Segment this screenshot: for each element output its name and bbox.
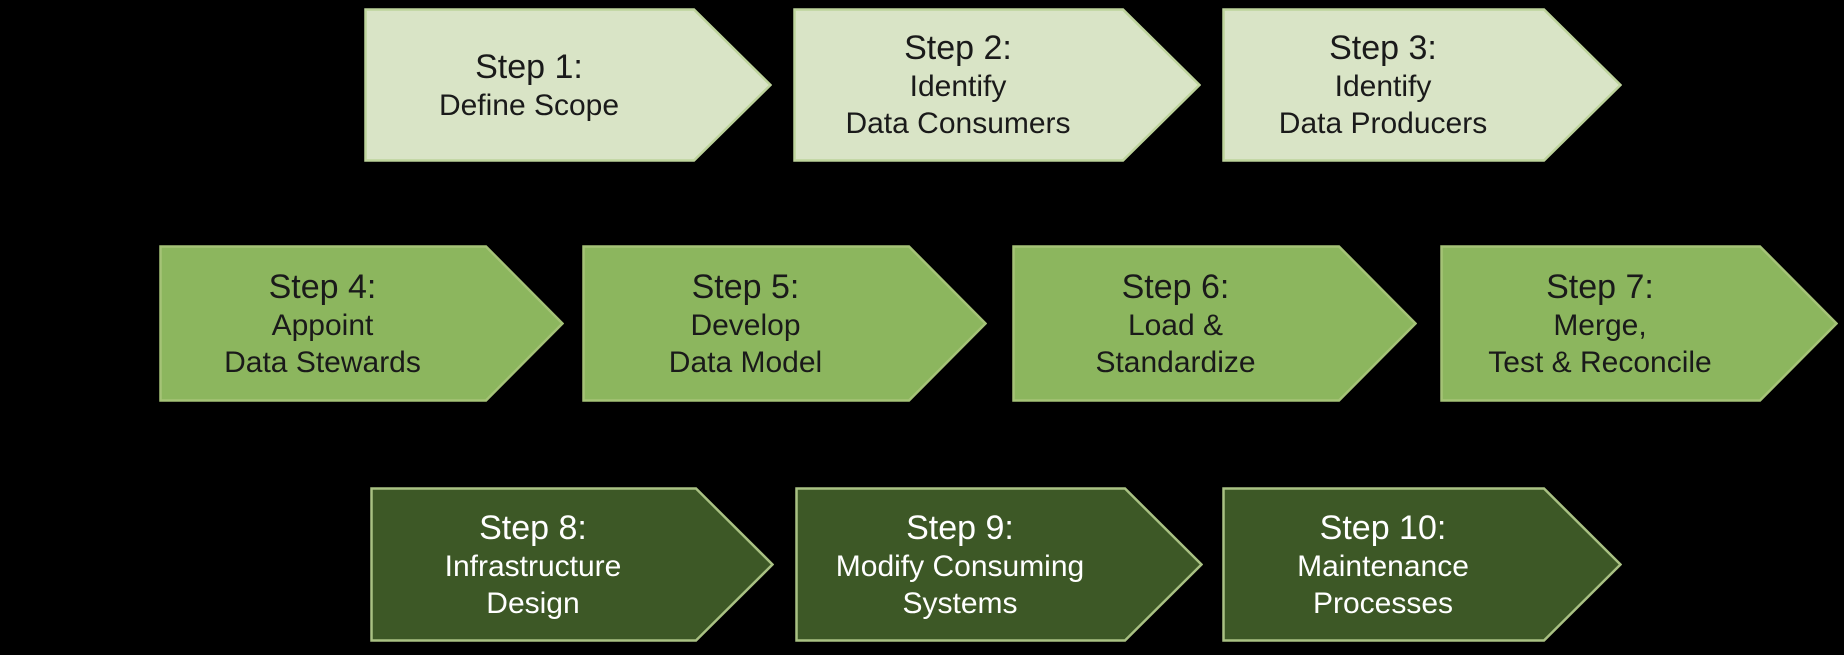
- step-2-arrow-shape: [793, 8, 1201, 162]
- step-4-arrow-shape: [159, 245, 564, 402]
- step-9-arrow-shape: [795, 487, 1203, 642]
- step-10-arrow-shape: [1222, 487, 1622, 642]
- step-6-arrow: Step 6: Load & Standardize: [1012, 245, 1417, 402]
- step-10-arrow: Step 10: Maintenance Processes: [1222, 487, 1622, 642]
- step-9-arrow: Step 9: Modify Consuming Systems: [795, 487, 1203, 642]
- step-4-arrow: Step 4: Appoint Data Stewards: [159, 245, 564, 402]
- step-7-arrow-shape: [1440, 245, 1838, 402]
- step-3-arrow-shape: [1222, 8, 1622, 162]
- step-6-arrow-shape: [1012, 245, 1417, 402]
- step-1-arrow-shape: [364, 8, 772, 162]
- step-1-arrow: Step 1: Define Scope: [364, 8, 772, 162]
- step-5-arrow: Step 5: Develop Data Model: [582, 245, 987, 402]
- step-3-arrow: Step 3: Identify Data Producers: [1222, 8, 1622, 162]
- step-7-arrow: Step 7: Merge, Test & Reconcile: [1440, 245, 1838, 402]
- step-8-arrow: Step 8: Infrastructure Design: [370, 487, 774, 642]
- step-8-arrow-shape: [370, 487, 774, 642]
- step-2-arrow: Step 2: Identify Data Consumers: [793, 8, 1201, 162]
- step-5-arrow-shape: [582, 245, 987, 402]
